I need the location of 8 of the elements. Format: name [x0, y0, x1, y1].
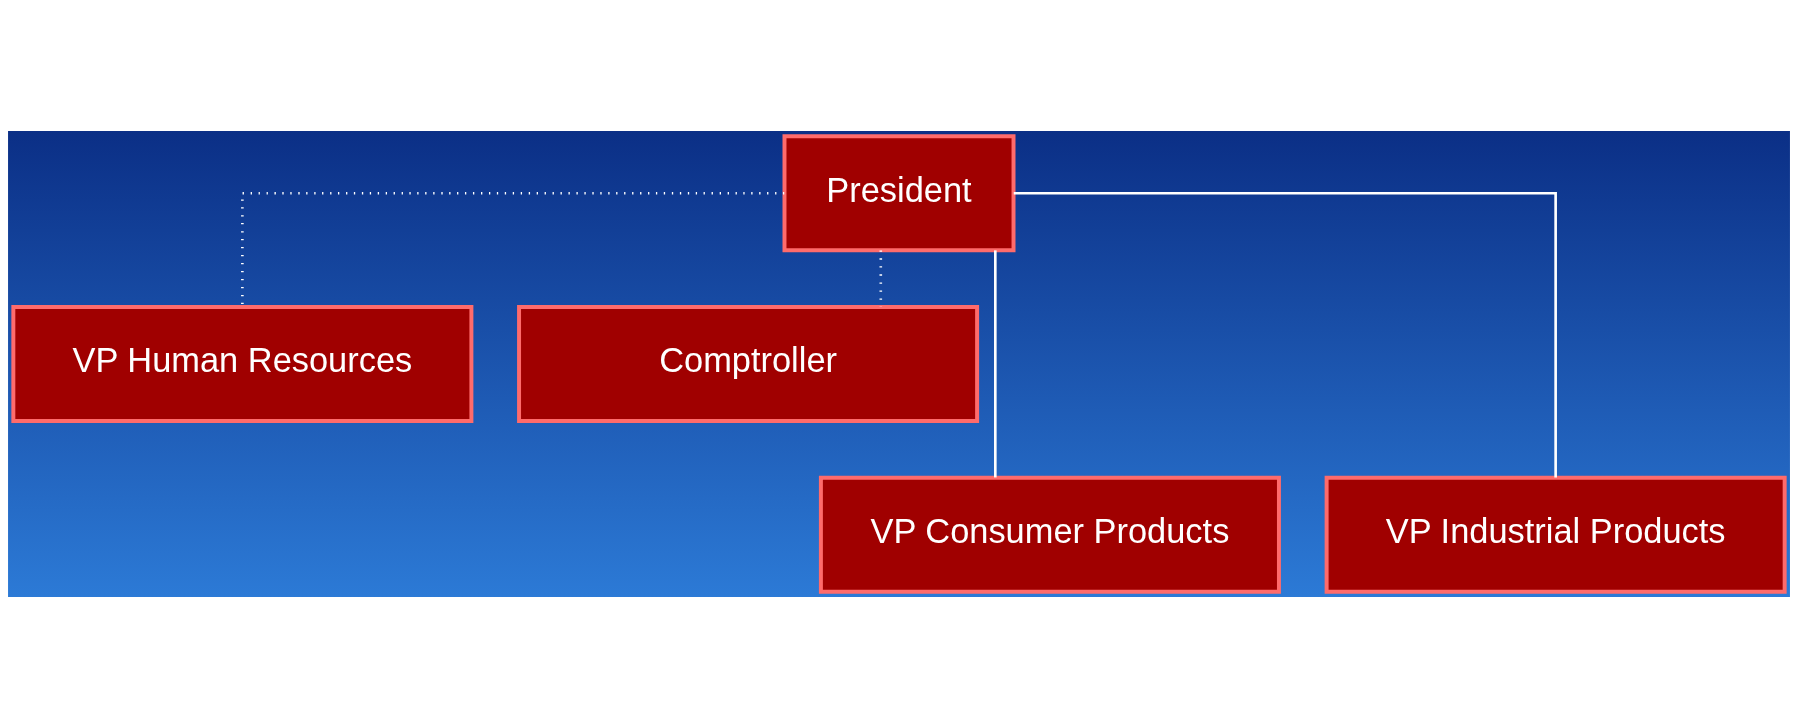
connector	[241, 191, 785, 307]
node-box: President	[782, 134, 1016, 253]
node-box: VP Consumer Products	[818, 475, 1281, 594]
connector	[1013, 191, 1557, 478]
connector	[994, 250, 997, 478]
node-box: VP Industrial Products	[1324, 475, 1787, 594]
node-box: VP Human Resources	[11, 305, 474, 423]
node-box: Comptroller	[517, 305, 980, 423]
